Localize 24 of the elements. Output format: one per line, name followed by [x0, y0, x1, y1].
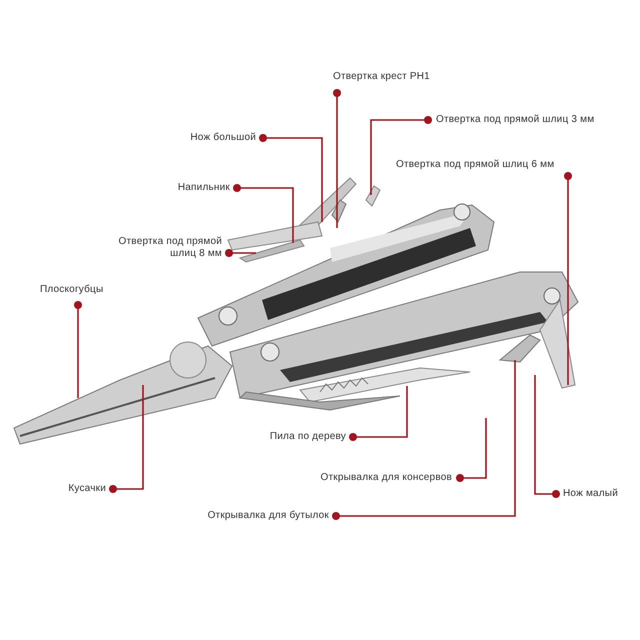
callout-label: Напильник: [120, 182, 230, 194]
leader-line: [233, 184, 294, 243]
leader-line: [259, 134, 323, 222]
leader-line: [74, 301, 82, 398]
callout-label: Пила по дереву: [210, 431, 346, 443]
leader-line: [349, 386, 408, 441]
callout-label: Отвертка крест PH1: [333, 71, 463, 83]
callout-label: Кусачки: [40, 483, 106, 495]
callout-label: Открывалка для консервов: [270, 472, 452, 484]
leader-line: [109, 385, 144, 493]
leader-line: [534, 375, 560, 498]
callout-label: Отвертка под прямой шлиц 3 мм: [436, 114, 614, 126]
callout-label: Нож большой: [150, 132, 256, 144]
leader-line: [333, 89, 341, 228]
callout-label: Открывалка для бутылок: [170, 510, 329, 522]
callout-label: Отвертка под прямой шлиц 6 мм: [396, 159, 596, 171]
leader-line: [456, 418, 487, 482]
callout-label: Нож малый: [563, 488, 637, 500]
leader-line: [332, 360, 516, 520]
leader-line: [225, 249, 256, 257]
callout-label: Плоскогубцы: [40, 284, 130, 296]
leader-line: [564, 172, 572, 385]
callout-label: Отвертка под прямой шлиц 8 мм: [112, 236, 222, 260]
leader-line: [370, 116, 432, 195]
